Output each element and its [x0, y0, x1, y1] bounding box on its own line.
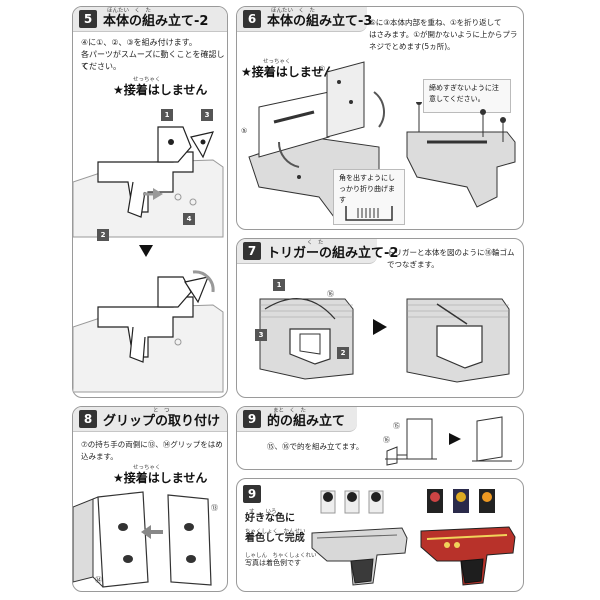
panel-header: 9 まと く た 的の組み立て — [237, 407, 357, 432]
trigger-diagram-left — [259, 298, 354, 380]
note-ruby: せっちゃく — [133, 77, 161, 83]
title-ruby: ほんたい く た — [271, 8, 316, 14]
finish-text-2: 着色して完成 — [245, 533, 305, 544]
label-target-16: ⑯ — [383, 436, 390, 444]
label-grip-13: ⑬ — [211, 504, 218, 512]
panel-step-5: 5 ほんたい く た 本体の組み立て-2 ④に①、②、③を組み付けます。 各パー… — [72, 6, 228, 398]
no-glue-note: ★接着はしません — [113, 83, 208, 97]
part-tag-4: 4 — [183, 213, 195, 225]
step-text-1: ④に①、②、③を組み付けます。 — [81, 38, 197, 47]
panel-header: 6 ほんたい く た 本体の組み立て-3 — [237, 7, 372, 32]
panel-step-7: 7 く た トリガーの組み立て-2 トリガーと本体を図のように⑯輪ゴム でつなぎ… — [236, 238, 524, 398]
panel-header: 5 ほんたい く た 本体の組み立て-2 — [73, 7, 227, 32]
part-tag-1: 1 — [161, 109, 173, 121]
part-tag-1: 1 — [273, 279, 285, 291]
note-ruby: せっちゃく — [133, 465, 161, 471]
step-number: 7 — [243, 242, 261, 260]
panel-header: 7 く た トリガーの組み立て-2 — [237, 239, 398, 264]
tighten-caution: 締めすぎないように注意してください。 — [423, 79, 511, 113]
ruby-1: す いろ — [249, 509, 277, 515]
finish-text-3: 写真は着色例です — [245, 559, 301, 567]
step-text-1: ⑮、⑯で的を組み立てます。 — [267, 442, 364, 451]
step-title: 本体の組み立て-2 — [103, 14, 209, 29]
step-number: 6 — [243, 10, 261, 28]
ruby-2: ちゃくしょく かんせい — [245, 529, 306, 535]
part-tag-3: 3 — [201, 109, 213, 121]
no-glue-note: ★接着はしません — [241, 65, 336, 79]
step-title: トリガーの組み立て-2 — [267, 246, 399, 261]
step-number: 5 — [79, 10, 97, 28]
label-part-5: ⑤ — [241, 127, 248, 135]
step-number: 9 — [243, 485, 261, 503]
bend-callout: 角を出すようにしっかり折り曲げます — [333, 169, 405, 225]
panel-header: 8 と つ グリップの取り付け — [73, 407, 227, 432]
step-text-2: でつなぎます。 — [387, 260, 439, 269]
step-number: 8 — [79, 410, 97, 428]
panel-step-6: 6 ほんたい く た 本体の組み立て-3 ★接着はしません せっちゃく ⑤に③本… — [236, 6, 524, 230]
screw-diagram-right — [406, 102, 516, 208]
part-tag-2: 2 — [97, 229, 109, 241]
step-text-1: ⑤に③本体内部を重ね、①を折り返して — [369, 18, 502, 27]
note-ruby: せっちゃく — [263, 59, 291, 65]
step-number: 9 — [243, 410, 261, 428]
assembly-diagram-upper — [73, 126, 224, 238]
right-arrow-icon — [373, 319, 387, 335]
assembly-diagram-lower — [73, 270, 224, 393]
step-title: 的の組み立て — [267, 414, 346, 429]
step-text-2: 込みます。 — [81, 452, 118, 461]
label-target-15: ⑮ — [393, 422, 400, 430]
ruby-3: しゃしん ちゃくしょくれい — [245, 553, 317, 559]
step-title: グリップの取り付け — [103, 414, 221, 429]
down-arrow-icon — [139, 245, 153, 257]
tighten-caution-text: 締めすぎないように注意してください。 — [429, 84, 499, 103]
panel-step-8: 8 と つ グリップの取り付け ⑦の持ち手の両側に⑬、⑭グリップをはめ 込みます… — [72, 406, 228, 592]
part-tag-3: 3 — [255, 329, 267, 341]
silver-gun-photo — [311, 490, 408, 586]
step-text-3: ください。 — [81, 62, 121, 71]
trigger-diagram-right — [406, 298, 510, 383]
finish-text-1: 好きな色に — [245, 513, 295, 524]
part-tag-2: 2 — [337, 347, 349, 359]
title-ruby: まと く た — [273, 408, 307, 414]
step-text-2: 各パーツがスムーズに動くことを確認して — [81, 50, 225, 71]
no-glue-note: ★接着はしません — [113, 471, 208, 485]
panel-step-9-finish: 9 す いろ 好きな色に ちゃくしょく かんせい 着色して完成 しゃしん ちゃく… — [236, 478, 524, 592]
red-gun-photo — [420, 489, 516, 586]
step-title: 本体の組み立て-3 — [267, 14, 373, 29]
bend-detail-icon — [345, 206, 393, 221]
label-part-1: ① — [319, 65, 326, 73]
bend-callout-text: 角を出すようにしっかり折り曲げます — [339, 174, 395, 204]
step-text-1: ⑦の持ち手の両側に⑬、⑭グリップをはめ — [81, 440, 223, 449]
step-text-2: はさみます。①が開かないように上からプラ — [369, 30, 518, 39]
label-rubber-band: ⑯ — [327, 290, 334, 298]
title-ruby: と つ — [153, 408, 170, 414]
title-ruby: く た — [307, 240, 324, 246]
title-ruby: ほんたい く た — [107, 8, 152, 14]
step-text-3: ネジでとめます(5ヵ所)。 — [369, 42, 455, 51]
target-diagram — [385, 416, 512, 466]
panel-step-9-target: 9 まと く た 的の組み立て ⑮、⑯で的を組み立てます。 ⑮ ⑯ — [236, 406, 524, 470]
step-text-1: トリガーと本体を図のように⑯輪ゴム — [387, 248, 515, 257]
label-grip-14: ⑭ — [95, 576, 102, 584]
grip-diagram — [73, 491, 212, 588]
